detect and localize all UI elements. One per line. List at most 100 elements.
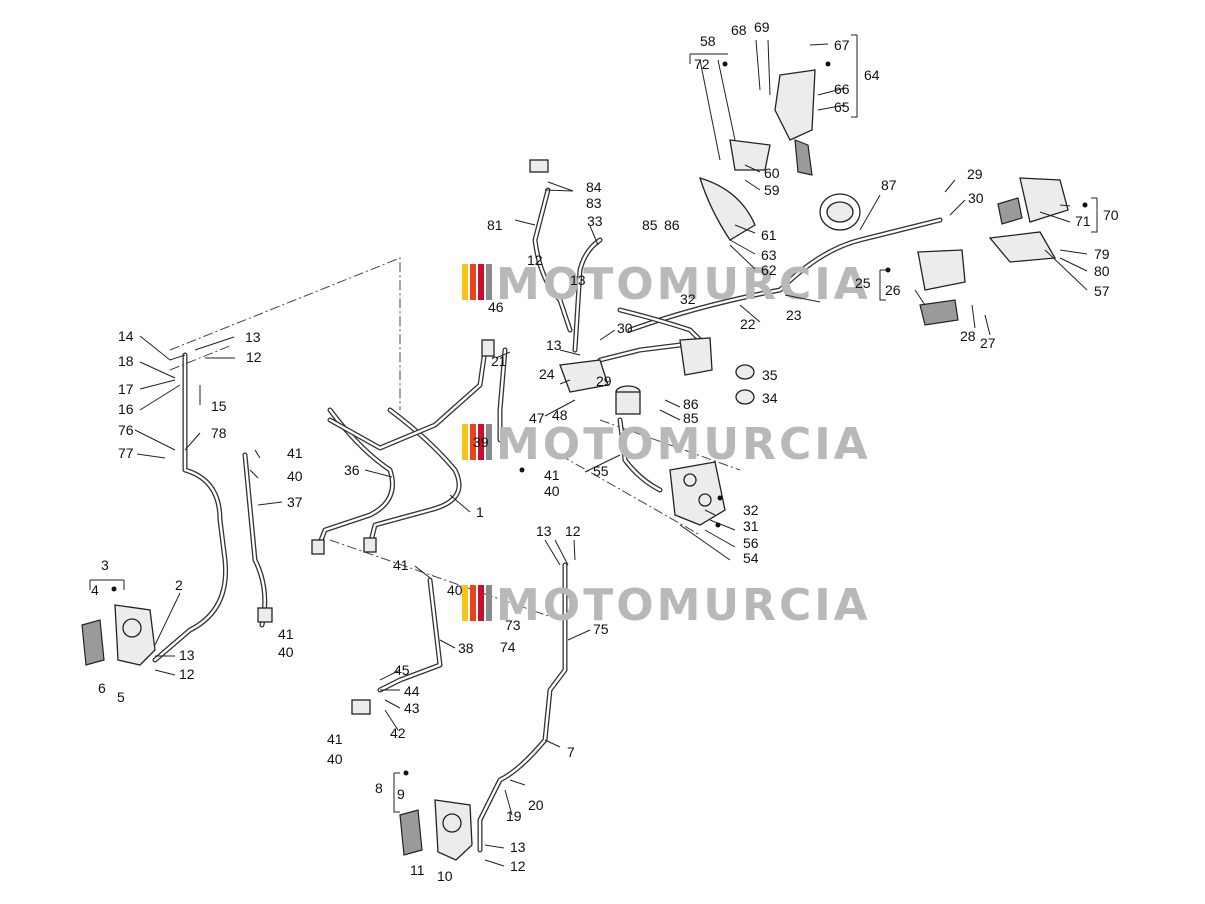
label-23: 23 <box>786 307 802 323</box>
label-19: 19 <box>506 808 522 824</box>
label-16: 16 <box>118 401 134 417</box>
label-41-c: 41 <box>393 557 409 573</box>
label-6: 6 <box>98 680 106 696</box>
rear-right-caliper <box>988 177 1069 263</box>
label-75: 75 <box>593 621 609 637</box>
label-81: 81 <box>487 217 503 233</box>
label-64: 64 <box>864 67 880 83</box>
label-85-a: 85 <box>642 217 658 233</box>
pedal-guard-plate <box>699 177 756 241</box>
watermark-top: MOTOMURCIA <box>462 259 871 310</box>
label-54: 54 <box>743 550 759 566</box>
label-72: 72 <box>694 56 710 72</box>
label-10: 10 <box>437 868 453 884</box>
label-69: 69 <box>754 19 770 35</box>
label-78: 78 <box>211 425 227 441</box>
brake-hoses <box>152 187 943 853</box>
label-13-d: 13 <box>510 839 526 855</box>
watermark-bottom: MOTOMURCIA <box>462 580 871 631</box>
label-12-a: 12 <box>246 349 262 365</box>
label-40-e: 40 <box>544 483 560 499</box>
front-left-caliper <box>81 604 156 666</box>
label-76: 76 <box>118 422 134 438</box>
label-29-b: 29 <box>967 166 983 182</box>
master-cylinder-reservoir <box>615 385 641 415</box>
label-34: 34 <box>762 390 778 406</box>
label-47: 47 <box>529 410 545 426</box>
label-20: 20 <box>528 797 544 813</box>
pressure-distributor <box>559 337 713 393</box>
label-5: 5 <box>117 689 125 705</box>
label-40-d: 40 <box>327 751 343 767</box>
watermark-middle: MOTOMURCIA <box>462 419 871 470</box>
label-21: 21 <box>491 353 507 369</box>
label-58: 58 <box>700 33 716 49</box>
label-36: 36 <box>344 462 360 478</box>
label-1: 1 <box>476 504 484 520</box>
label-4: 4 <box>91 582 99 598</box>
label-22: 22 <box>740 316 756 332</box>
label-15: 15 <box>211 398 227 414</box>
label-2: 2 <box>175 577 183 593</box>
label-66: 66 <box>834 81 850 97</box>
rear-caliper <box>399 799 473 861</box>
label-31: 31 <box>743 518 759 534</box>
label-13-f: 13 <box>570 272 586 288</box>
label-71: 71 <box>1075 213 1091 229</box>
svg-text:MOTOMURCIA: MOTOMURCIA <box>496 580 871 631</box>
abs-modulator-unit <box>669 461 726 526</box>
hose-fittings <box>257 159 549 715</box>
label-57: 57 <box>1094 283 1110 299</box>
label-59: 59 <box>764 182 780 198</box>
label-30-a: 30 <box>617 320 633 336</box>
label-70: 70 <box>1103 207 1119 223</box>
leader-lines <box>134 39 1088 867</box>
label-8: 8 <box>375 780 383 796</box>
label-65: 65 <box>834 99 850 115</box>
label-80: 80 <box>1094 263 1110 279</box>
label-67: 67 <box>834 37 850 53</box>
label-87: 87 <box>881 177 897 193</box>
label-25: 25 <box>855 275 871 291</box>
label-83: 83 <box>586 195 602 211</box>
label-56: 56 <box>743 535 759 551</box>
label-12-c: 12 <box>565 523 581 539</box>
label-14: 14 <box>118 328 134 344</box>
parking-caliper <box>917 249 966 326</box>
label-40-a: 40 <box>287 468 303 484</box>
bullet-dots <box>111 61 1088 776</box>
label-37: 37 <box>287 494 303 510</box>
label-33: 33 <box>587 213 603 229</box>
part-labels: 1 2 3 4 5 6 7 8 9 10 11 12 12 12 12 12 1… <box>91 19 1119 884</box>
label-43: 43 <box>404 700 420 716</box>
label-24: 24 <box>539 366 555 382</box>
label-9: 9 <box>397 786 405 802</box>
label-48: 48 <box>552 407 568 423</box>
label-60: 60 <box>764 165 780 181</box>
svg-text:MOTOMURCIA: MOTOMURCIA <box>496 419 871 470</box>
label-41-a: 41 <box>287 445 303 461</box>
brake-pedal-assembly <box>729 69 816 176</box>
label-86-b: 86 <box>683 396 699 412</box>
label-55: 55 <box>593 463 609 479</box>
label-86-a: 86 <box>664 217 680 233</box>
label-41-b: 41 <box>278 626 294 642</box>
label-45: 45 <box>394 662 410 678</box>
label-13-e: 13 <box>546 337 562 353</box>
label-40-c: 40 <box>447 582 463 598</box>
label-12-b: 12 <box>179 666 195 682</box>
label-29-a: 29 <box>596 373 612 389</box>
label-32-b: 32 <box>680 291 696 307</box>
group-brackets <box>89 34 1098 813</box>
label-77: 77 <box>118 445 134 461</box>
label-38: 38 <box>458 640 474 656</box>
label-63: 63 <box>761 247 777 263</box>
svg-text:MOTOMURCIA: MOTOMURCIA <box>496 259 871 310</box>
label-41-e: 41 <box>544 467 560 483</box>
label-11: 11 <box>410 862 425 878</box>
hose-clamp-clips <box>735 193 861 405</box>
label-12-d: 12 <box>510 858 526 874</box>
label-73: 73 <box>505 617 521 633</box>
label-13-a: 13 <box>245 329 261 345</box>
